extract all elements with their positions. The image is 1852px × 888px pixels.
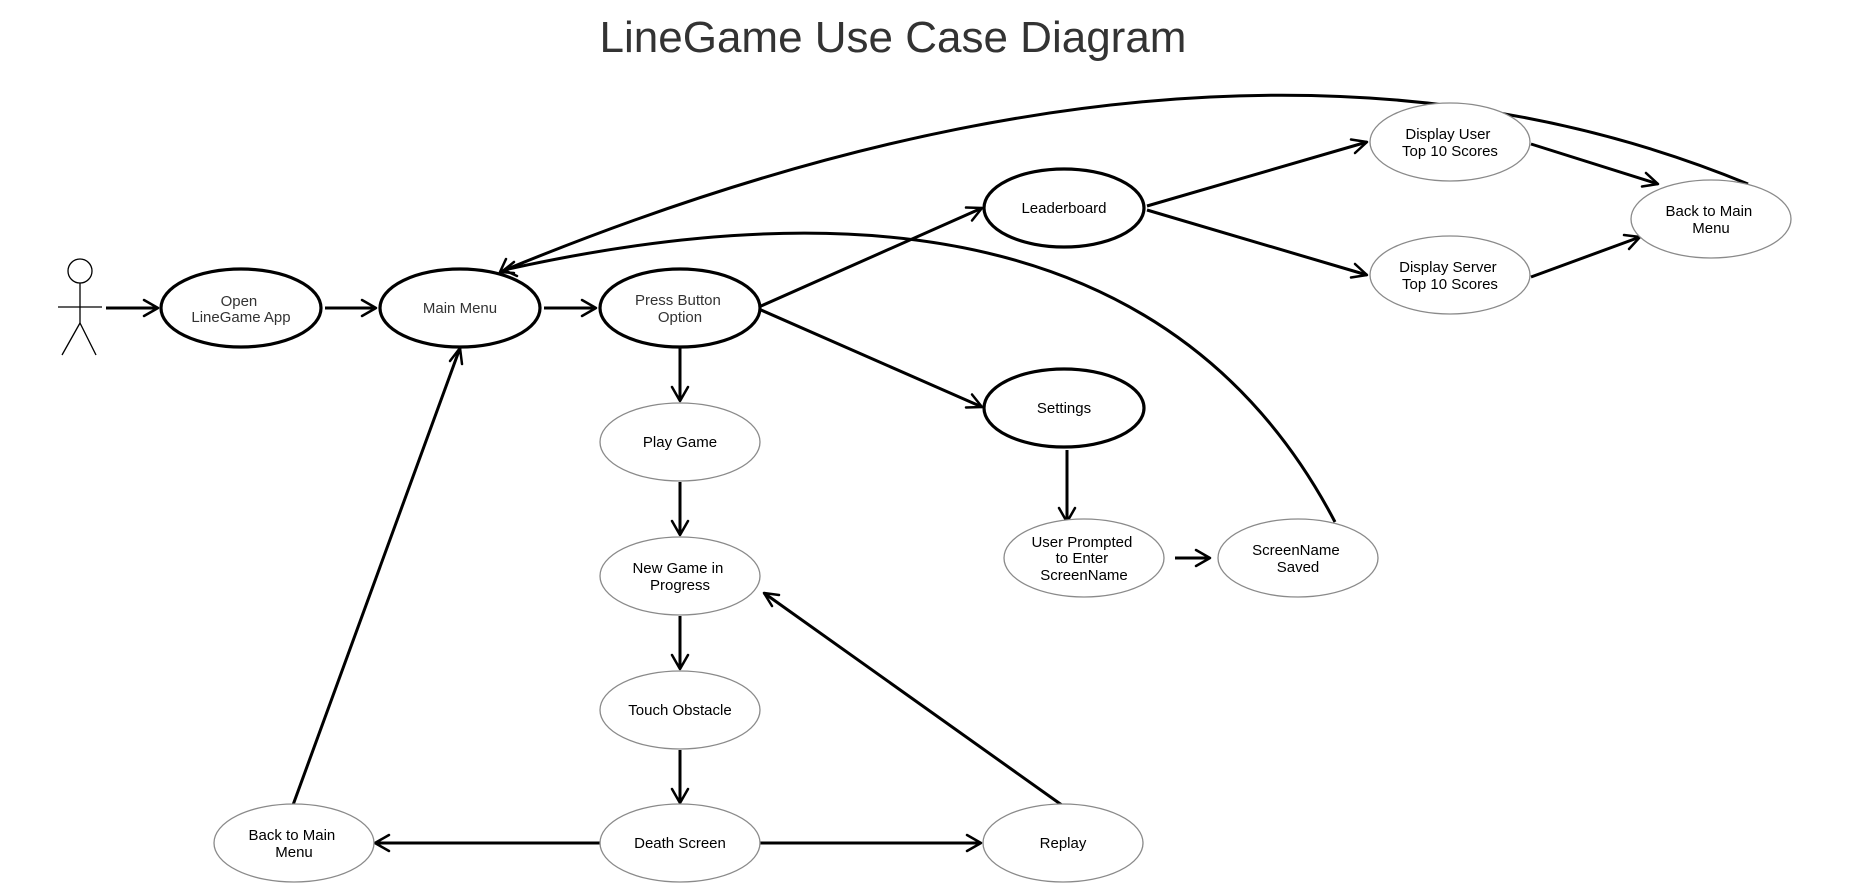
edge-new-game-touch-obstacle	[670, 616, 690, 671]
use-case-leaderboard: Leaderboard	[982, 167, 1146, 249]
user-actor-icon	[58, 258, 102, 356]
edge-actor-open-app	[106, 298, 160, 318]
death-screen-label: Death Screen	[634, 835, 726, 852]
edge-touch-obstacle-death-screen	[670, 750, 690, 805]
leaderboard-label: Leaderboard	[1021, 200, 1106, 217]
edge-settings-user-prompted	[1057, 450, 1077, 524]
display-server-line-2: Top 10 Scores	[1402, 276, 1498, 293]
svg-text:Display User Top 10 Scor: Display User Top 10 Scores	[1402, 126, 1498, 160]
play-game-label: Play Game	[643, 434, 717, 451]
use-case-display-user: Display User Top 10 Scores	[1369, 102, 1531, 182]
edge-death-screen-back-main	[373, 833, 600, 853]
press-button-line-2: Option	[658, 309, 702, 326]
display-server-line-1: Display Server	[1399, 259, 1497, 276]
use-case-back-main-bottom: Back to Main Menu	[213, 803, 375, 883]
edge-death-screen-replay	[760, 833, 983, 853]
new-game-line-2: Progress	[650, 577, 710, 594]
use-case-user-prompted: User Prompted to Enter ScreenName	[1003, 518, 1165, 598]
user-prompted-line-2: to Enter	[1056, 550, 1109, 567]
svg-text:User Prompted to Enter: User Prompted to Enter ScreenName	[1031, 534, 1136, 584]
back-main-top-line-2: Menu	[1692, 220, 1730, 237]
open-app-line-2: LineGame App	[191, 309, 290, 326]
use-case-back-main-top: Back to Main Menu	[1630, 179, 1792, 259]
svg-text:New Game in Progress: New Game in Progress	[632, 560, 727, 594]
edge-press-button-leaderboard	[760, 206, 984, 308]
svg-text:Death Screen: Death Screen	[634, 835, 726, 852]
replay-label: Replay	[1040, 835, 1087, 852]
use-case-new-game: New Game in Progress	[599, 536, 761, 616]
touch-obstacle-label: Touch Obstacle	[628, 702, 731, 719]
edge-replay-new-game	[762, 591, 1067, 810]
settings-label: Settings	[1037, 400, 1091, 417]
main-menu-label: Main Menu	[423, 300, 497, 317]
diagram-title: LineGame Use Case Diagram	[600, 13, 1187, 62]
edge-play-game-new-game	[670, 482, 690, 537]
edge-display-server-back-main	[1530, 233, 1642, 279]
svg-text:Touch Obstacle: Touch Obstacle	[628, 702, 731, 719]
user-prompted-line-1: User Prompted	[1031, 534, 1132, 551]
edge-screenname-saved-main-menu	[502, 231, 1337, 523]
back-main-bottom-line-1: Back to Main	[249, 827, 336, 844]
edges	[106, 93, 1749, 853]
use-case-main-menu: Main Menu	[378, 267, 542, 349]
edge-display-user-back-main	[1530, 142, 1660, 188]
use-case-open-app: Open LineGame App	[159, 267, 323, 349]
svg-text:Replay: Replay	[1040, 835, 1087, 852]
use-case-display-server: Display Server Top 10 Scores	[1369, 235, 1531, 315]
screenname-saved-line-2: Saved	[1277, 559, 1320, 576]
press-button-line-1: Press Button	[635, 292, 721, 309]
back-main-bottom-line-2: Menu	[275, 844, 313, 861]
use-case-screenname-saved: ScreenName Saved	[1217, 518, 1379, 598]
use-case-replay: Replay	[982, 803, 1144, 883]
display-user-line-1: Display User	[1405, 126, 1490, 143]
use-case-settings: Settings	[982, 367, 1146, 449]
edge-leaderboard-display-user	[1146, 138, 1369, 208]
user-prompted-line-3: ScreenName	[1040, 567, 1128, 584]
display-user-line-2: Top 10 Scores	[1402, 143, 1498, 160]
back-main-top-line-1: Back to Main	[1666, 203, 1753, 220]
use-case-touch-obstacle: Touch Obstacle	[599, 670, 761, 750]
svg-text:Back to Main Menu: Back to Main Menu	[1666, 203, 1757, 237]
svg-text:Open LineGame App: Open LineGame App	[191, 293, 290, 326]
edge-leaderboard-display-server	[1146, 208, 1369, 279]
edge-main-menu-press-button	[544, 298, 598, 318]
edge-user-prompted-screenname-saved	[1175, 548, 1212, 568]
svg-text:Display Server Top 10 Sc: Display Server Top 10 Scores	[1399, 259, 1501, 293]
new-game-line-1: New Game in	[632, 560, 723, 577]
use-case-death-screen: Death Screen	[599, 803, 761, 883]
svg-text:Back to Main Menu: Back to Main Menu	[249, 827, 340, 861]
edge-open-app-main-menu	[325, 298, 378, 318]
edge-press-button-play-game	[670, 348, 690, 403]
edge-press-button-settings	[760, 308, 984, 409]
use-case-press-button: Press Button Option	[598, 267, 762, 349]
svg-text:Settings: Settings	[1037, 400, 1091, 417]
svg-text:Main Menu: Main Menu	[423, 300, 497, 317]
svg-text:Play Game: Play Game	[643, 434, 717, 451]
svg-text:Press Button Option: Press Button Option	[635, 292, 725, 326]
screenname-saved-line-1: ScreenName	[1252, 542, 1340, 559]
use-case-play-game: Play Game	[599, 402, 761, 482]
edge-back-main-bottom-main-menu	[291, 346, 464, 806]
open-app-line-1: Open	[221, 293, 258, 310]
svg-text:Leaderboard: Leaderboard	[1021, 200, 1106, 217]
svg-text:ScreenName Saved: ScreenName Saved	[1252, 542, 1344, 576]
